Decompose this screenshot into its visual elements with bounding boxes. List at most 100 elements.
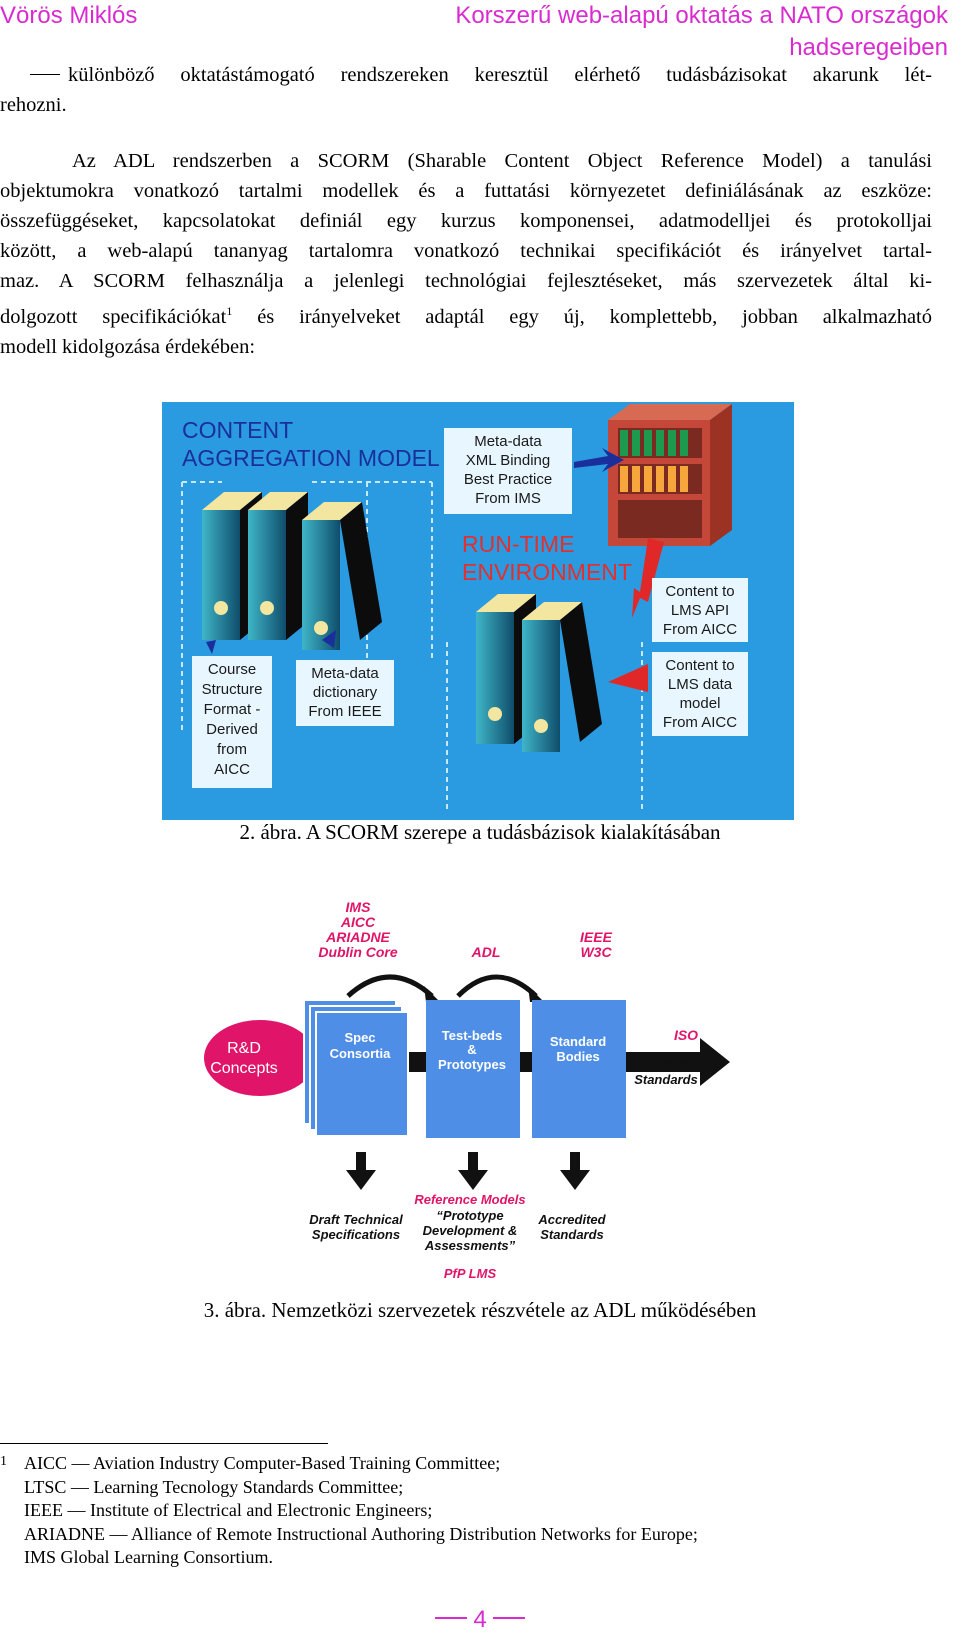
box1-line: Spec (344, 1030, 375, 1045)
content-api-line: From AICC (663, 621, 737, 638)
figure3-caption: 3. ábra. Nemzetközi szervezetek részvéte… (203, 1298, 757, 1322)
meta-xml-line: Best Practice (464, 471, 552, 488)
content-title-1: CONTENT (182, 417, 293, 443)
course-books-icon (202, 492, 382, 654)
draft-line: Draft Technical (309, 1212, 403, 1227)
arrow-icon (574, 448, 624, 472)
org-label: IMS (346, 899, 372, 915)
footnote: 1 AICC — Aviation Industry Computer-Base… (0, 1452, 698, 1570)
page-number: 4 (0, 1606, 960, 1634)
box3-line: Bodies (556, 1049, 599, 1064)
meta-xml-line: From IMS (475, 490, 541, 507)
reference-title: Reference Models (414, 1192, 525, 1207)
page-number-bar (492, 1616, 525, 1619)
footnote-row: AICC — Aviation Industry Computer-Based … (24, 1453, 501, 1473)
footnote-row: IMS Global Learning Consortium. (24, 1547, 273, 1568)
course-structure-line: Derived (206, 721, 258, 738)
box1-line: Consortia (330, 1046, 391, 1061)
meta-xml-box (444, 428, 572, 514)
paragraph-line: maz. A SCORM felhasználja a jelenlegi te… (0, 270, 932, 292)
footnote-row: LTSC — Learning Tecnology Standards Comm… (24, 1476, 404, 1497)
content-api-box (652, 578, 748, 642)
org-iso: ISO (674, 1027, 698, 1043)
runtime-title-1: RUN-TIME (462, 531, 574, 557)
course-structure-box (192, 656, 272, 788)
running-header-title-line2: hadseregeiben (789, 34, 948, 61)
org-label: AICC (340, 914, 376, 930)
figure-scorm: CONTENT AGGREGATION MODEL Meta-data XML … (162, 402, 794, 825)
paragraph-line: összefüggéseket, kapcsolatokat definiál … (0, 210, 932, 232)
course-structure-line: Format - (204, 701, 261, 718)
dash-mark (30, 73, 60, 75)
runtime-books-icon (476, 594, 648, 752)
intro-line1: különböző oktatástámogató rendszereken k… (68, 64, 932, 86)
accredited-line: Accredited (537, 1212, 606, 1227)
intro-line2: rehozni. (0, 94, 67, 116)
content-data-line: Content to (665, 657, 734, 674)
spec-consortia-box (303, 999, 409, 1137)
box2-line: Test-beds (442, 1028, 502, 1043)
course-structure-line: from (217, 741, 247, 758)
box2-line: & (467, 1042, 476, 1057)
page-number-bar (435, 1616, 468, 1619)
box2-line: Prototypes (438, 1057, 506, 1072)
standard-bodies-box (532, 1000, 626, 1138)
course-structure-line: Course (208, 661, 256, 678)
reference-line: “Prototype (436, 1208, 503, 1223)
testbeds-box (426, 1000, 520, 1138)
scorm-diagram: CONTENT AGGREGATION MODEL Meta-data XML … (162, 402, 794, 820)
reference-line: Assessments” (424, 1238, 516, 1253)
approved-line: Standards (634, 1072, 698, 1087)
reference-line: Development & (423, 1223, 518, 1238)
running-header-author: Vörös Miklós (0, 2, 138, 29)
meta-dict-box (296, 660, 394, 726)
paragraph-text: dolgozott specifikációkat (0, 305, 227, 328)
org-label: Dublin Core (318, 944, 398, 960)
bookshelf-icon (608, 404, 732, 546)
main-arrow-icon (314, 1038, 730, 1086)
paragraph-text: és irányelveket adaptál egy új, komplett… (232, 305, 932, 328)
content-api-line: LMS API (671, 602, 729, 619)
red-arrow-icon (632, 538, 664, 618)
runtime-title-2: ENVIRONMENT (462, 559, 632, 585)
footnote-ref[interactable]: 1 (226, 304, 233, 318)
org-adl: ADL (471, 944, 501, 960)
rd-concepts-ellipse (204, 1020, 316, 1096)
paragraph-line: Az ADL rendszerben a SCORM (Sharable Con… (72, 150, 932, 172)
org-label: IEEE (580, 929, 613, 945)
meta-xml-line: Meta-data (474, 433, 542, 450)
footnote-rule (0, 1443, 328, 1444)
running-header-title-line1: Korszerű web-alapú oktatás a NATO ország… (455, 2, 948, 29)
content-title-2: AGGREGATION MODEL (182, 445, 440, 471)
paragraph-line: modell kidolgozása érdekében: (0, 335, 256, 358)
box3-line: Standard (550, 1034, 606, 1049)
content-data-box (652, 652, 748, 736)
adl-diagram: IMS AICC ARIADNE Dublin Core ADL IEEE W3… (204, 899, 730, 1281)
down-arrows-icon (346, 1152, 590, 1190)
content-data-line: LMS data (668, 676, 733, 693)
org-label: ARIADNE (325, 929, 390, 945)
org-label: W3C (580, 944, 612, 960)
paragraph-line: dolgozott specifikációkat1 és irányelvek… (0, 296, 932, 332)
course-structure-line: Structure (202, 681, 263, 698)
content-data-line: From AICC (663, 714, 737, 731)
running-header-title: Korszerű web-alapú oktatás a NATO ország… (388, 0, 948, 64)
figure2-caption: 2. ábra. A SCORM szerepe a tudásbázisok … (239, 820, 721, 844)
footnote-row: ARIADNE — Alliance of Remote Instruction… (24, 1523, 698, 1544)
footnote-mark: 1 (0, 1454, 7, 1469)
rd-line: R&D (227, 1040, 261, 1057)
footnote-row: IEEE — Institute of Electrical and Elect… (24, 1500, 433, 1521)
draft-line: Specifications (312, 1227, 400, 1242)
meta-dict-line: Meta-data (311, 665, 379, 682)
intro-bullet: különböző oktatástámogató rendszereken k… (0, 60, 932, 120)
pfp-lms: PfP LMS (444, 1266, 497, 1281)
approved-line: Approved (635, 1056, 698, 1071)
curved-arrows-icon (346, 974, 538, 998)
content-data-line: model (680, 695, 721, 712)
paragraph-line: objektumokra vonatkozó tartalmi modellek… (0, 180, 932, 202)
body-paragraph: Az ADL rendszerben a SCORM (Sharable Con… (0, 146, 932, 362)
meta-dict-line: dictionary (313, 684, 378, 701)
accredited-line: Standards (540, 1227, 604, 1242)
page-number-value: 4 (473, 1606, 487, 1633)
meta-xml-line: XML Binding (466, 452, 551, 469)
